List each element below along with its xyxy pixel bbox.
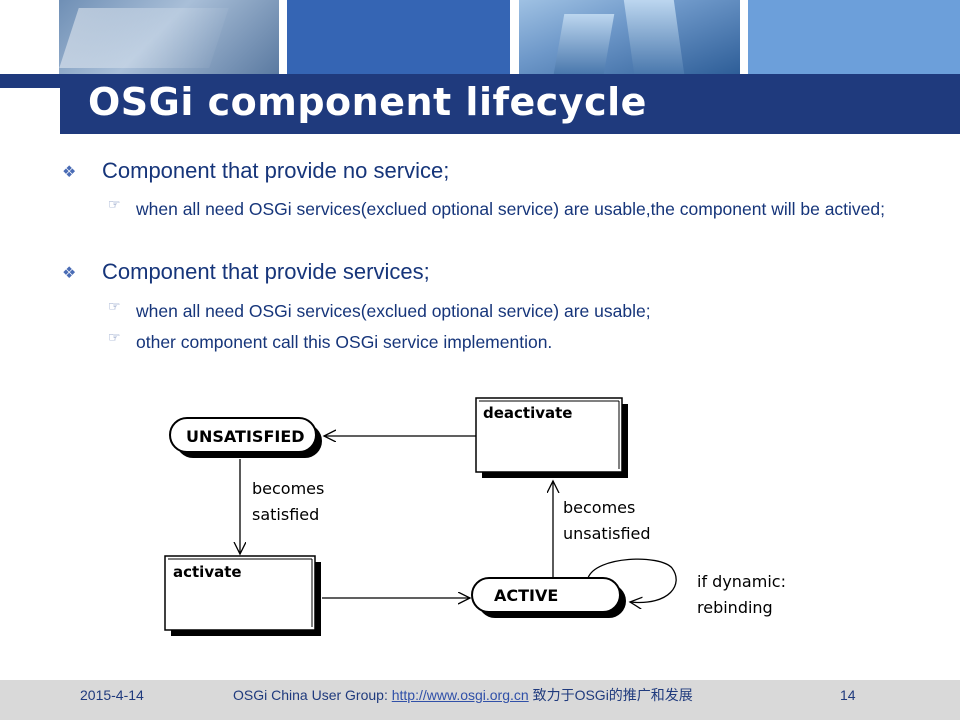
action-activate: activate <box>164 555 321 636</box>
diamond-bullet-icon: ❖ <box>62 265 77 282</box>
page-number: 14 <box>840 687 856 703</box>
pointing-hand-icon: ☞ <box>108 329 121 345</box>
footer-suffix: 致力于OSGi的推广和发展 <box>528 687 693 703</box>
footer-group-prefix: OSGi China User Group: <box>233 687 392 703</box>
transition-label-rebind-2: rebinding <box>697 598 773 617</box>
sky-photo <box>748 0 960 74</box>
keyboard-photo <box>59 0 279 74</box>
footer-bar <box>0 680 960 720</box>
state-unsatisfied: UNSATISFIED <box>169 417 322 458</box>
footer-date: 2015-4-14 <box>80 687 144 703</box>
transition-label-becomes-unsatisfied-2: unsatisfied <box>563 524 651 543</box>
arrow-active-self-loop <box>587 558 677 602</box>
state-label-active: ACTIVE <box>494 586 558 605</box>
slide-title: OSGi component lifecycle <box>88 80 647 124</box>
skyscraper-photo <box>519 0 740 74</box>
transition-label-becomes-satisfied-2: satisfied <box>252 505 319 524</box>
diamond-bullet-icon: ❖ <box>62 164 77 181</box>
bullet-text: Component that provide no service; <box>102 158 450 183</box>
transition-label-becomes-unsatisfied-1: becomes <box>563 498 635 517</box>
sub-bullet-text: when all need OSGi services(exclued opti… <box>136 301 651 321</box>
footer-link[interactable]: http://www.osgi.org.cn <box>391 687 529 703</box>
sub-bullet-text: when all need OSGi services(exclued opti… <box>136 199 886 219</box>
state-active: ACTIVE <box>471 577 626 618</box>
footer-group: OSGi China User Group: http://www.osgi.o… <box>233 685 693 705</box>
header-photo-strip <box>0 0 960 74</box>
transition-label-becomes-satisfied-1: becomes <box>252 479 324 498</box>
title-bar <box>60 74 960 134</box>
pointing-hand-icon: ☞ <box>108 196 121 212</box>
title-accent <box>0 74 60 88</box>
state-label-unsatisfied: UNSATISFIED <box>186 427 305 446</box>
action-label-activate: activate <box>173 563 242 581</box>
action-deactivate: deactivate <box>475 397 628 478</box>
pointing-hand-icon: ☞ <box>108 298 121 314</box>
sub-bullet-text: other component call this OSGi service i… <box>136 332 553 352</box>
action-label-deactivate: deactivate <box>483 404 572 422</box>
transition-label-rebind-1: if dynamic: <box>697 572 786 591</box>
blue-photo <box>287 0 510 74</box>
bullet-text: Component that provide services; <box>102 259 430 284</box>
